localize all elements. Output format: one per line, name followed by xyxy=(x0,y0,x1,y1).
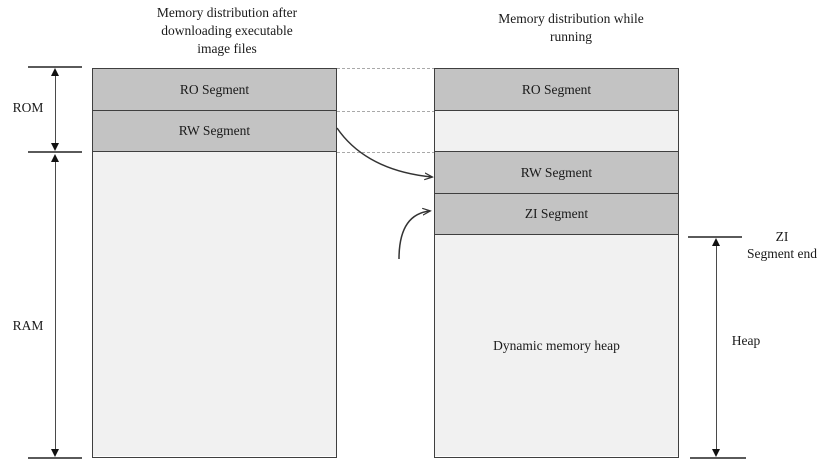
heap-label: Heap xyxy=(731,333,761,348)
guide-line-top xyxy=(337,68,435,69)
guide-line-ro-bottom xyxy=(337,111,435,112)
right-segment-rw: RW Segment xyxy=(435,152,678,194)
rom-measure-line xyxy=(55,70,56,148)
heap-bottom-tick xyxy=(690,457,746,459)
left-column-title: Memory distribution after downloading ex… xyxy=(156,5,298,56)
rom-arrow-down-icon xyxy=(50,143,59,151)
rom-ram-divider-tick xyxy=(28,151,82,153)
right-segment-heap: Dynamic memory heap xyxy=(435,235,678,456)
ram-measure-line xyxy=(55,156,56,452)
heap-arrow-down-icon xyxy=(711,449,720,457)
ram-arrow-up-icon xyxy=(50,154,59,162)
ram-arrow-down-icon xyxy=(50,449,59,457)
right-segment-zi: ZI Segment xyxy=(435,194,678,235)
right-column-title: Memory distribution while running xyxy=(498,11,644,44)
zi-creation-arrow xyxy=(398,211,430,260)
left-segment-ro: RO Segment xyxy=(93,69,336,111)
right-segment-ro: RO Segment xyxy=(435,69,678,111)
ram-label: RAM xyxy=(12,318,44,333)
rom-top-tick xyxy=(28,66,82,68)
left-segment-free xyxy=(93,152,336,456)
left-segment-rw: RW Segment xyxy=(93,111,336,152)
right-segment-gap xyxy=(435,111,678,152)
rom-arrow-up-icon xyxy=(50,68,59,76)
zi-segment-end-label: ZI Segment end xyxy=(746,229,818,261)
heap-arrow-up-icon xyxy=(711,238,720,246)
right-memory-column: RO Segment RW Segment ZI Segment Dynamic… xyxy=(434,68,679,458)
zi-segment-end-tick xyxy=(688,236,742,238)
ram-bottom-tick xyxy=(28,457,82,459)
guide-line-rw-bottom xyxy=(337,152,435,153)
rom-label: ROM xyxy=(12,100,44,115)
heap-measure-line xyxy=(716,240,717,452)
left-memory-column: RO Segment RW Segment xyxy=(92,68,337,458)
